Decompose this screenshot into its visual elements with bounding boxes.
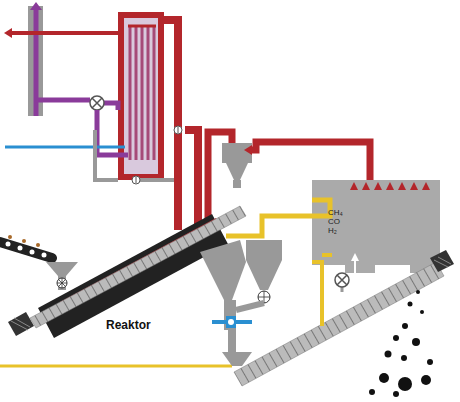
screw-conveyor — [30, 206, 246, 328]
part-name: Reaktor — [106, 318, 151, 332]
air-fan — [335, 273, 349, 287]
gas-label: H₂ — [328, 226, 424, 235]
gas-label: CO — [328, 217, 424, 226]
char-hopper — [222, 352, 252, 366]
motor — [8, 312, 34, 336]
char-funnel — [200, 240, 246, 300]
combustion-chamber: CH₄COH₂ — [312, 180, 440, 265]
separator — [246, 240, 282, 260]
gas-label: CH₄ — [328, 208, 424, 217]
discharge-screw — [234, 262, 444, 386]
chamber-body — [312, 180, 440, 265]
feed-hopper — [46, 262, 78, 276]
conveyor-belt — [0, 242, 52, 258]
cyclone — [222, 143, 252, 163]
fan — [90, 96, 104, 110]
char-particles — [369, 290, 433, 397]
cooling-valve — [226, 316, 236, 328]
